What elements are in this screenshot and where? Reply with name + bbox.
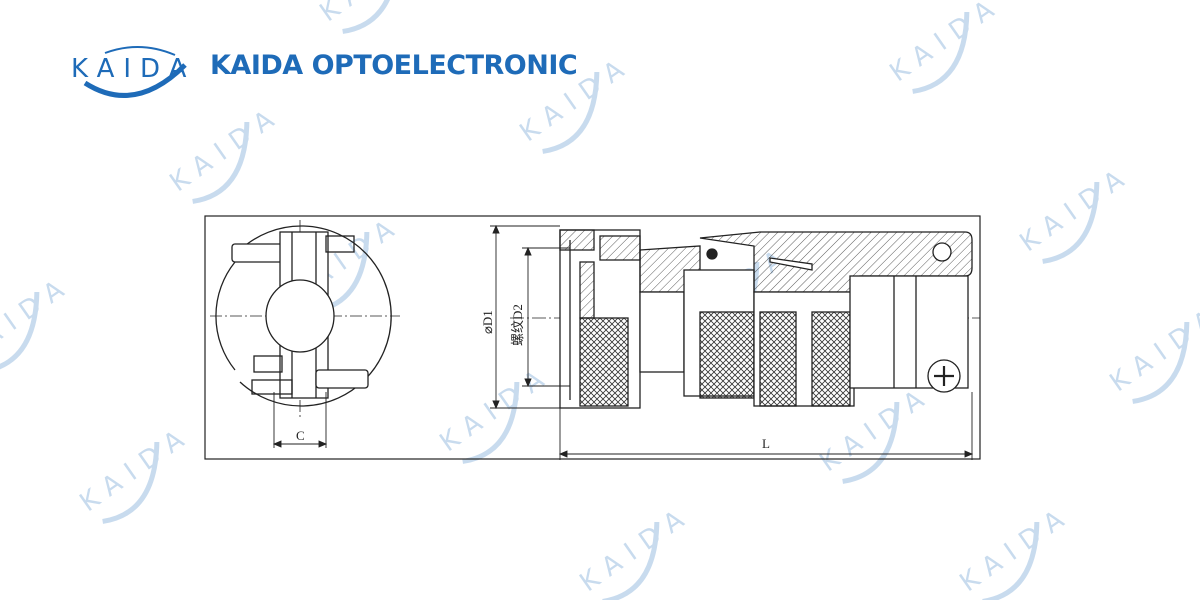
svg-text:KAIDA: KAIDA: [71, 54, 195, 84]
company-name: KAIDA OPTOELECTRONIC: [210, 50, 578, 81]
kaida-logo: KAIDA: [71, 45, 195, 98]
end-view: [210, 220, 400, 420]
label-c: C: [296, 428, 305, 443]
side-view: [510, 229, 980, 409]
label-l: L: [762, 436, 770, 451]
label-d2: 螺纹D2: [510, 304, 525, 346]
dimension-c: [272, 392, 328, 448]
dimension-l: [558, 392, 974, 460]
dimension-d1: [490, 224, 560, 410]
drawing-frame: [204, 215, 981, 460]
label-d1: ⌀D1: [480, 310, 495, 334]
dimension-d2: [522, 246, 570, 388]
